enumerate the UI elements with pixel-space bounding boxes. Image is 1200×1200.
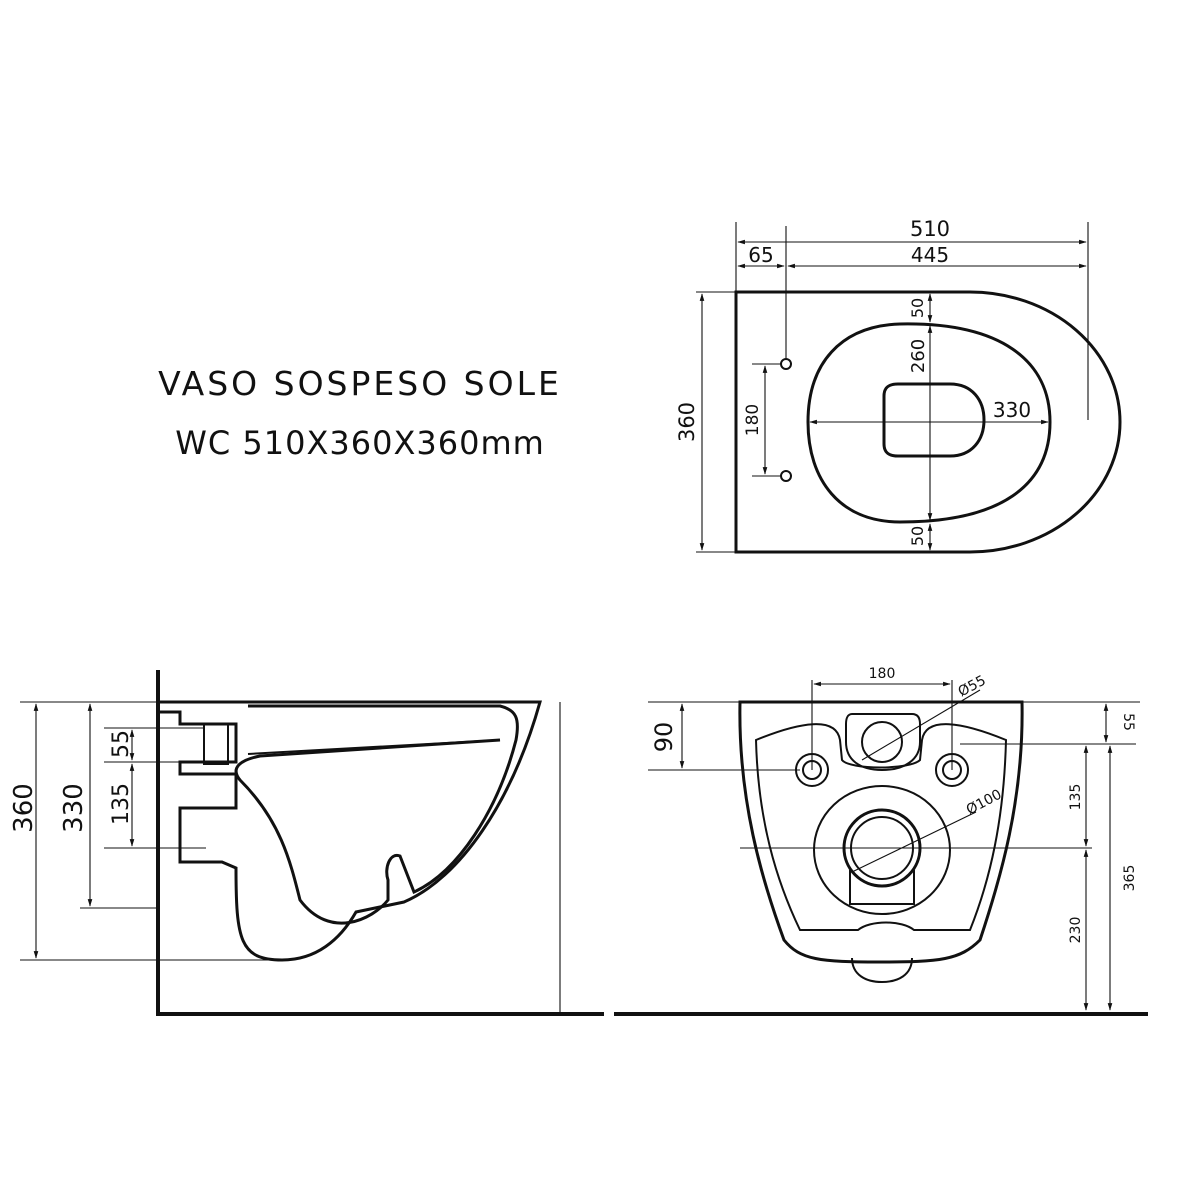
dim-rear-top-to-inlet: 90: [650, 722, 678, 753]
dim-side-total-height: 360: [9, 783, 39, 833]
rear-view-outline: [738, 700, 1024, 964]
dim-rear-inlet-diameter: Ø55: [956, 673, 989, 701]
dim-depth: 360: [675, 402, 699, 442]
dim-rim-top: 50: [908, 298, 927, 318]
dim-rear-fixing-height: 365: [1122, 865, 1138, 892]
dim-bowl-depth: 260: [908, 339, 929, 373]
dim-side-outlet-offset: 135: [109, 783, 134, 825]
top-view-bowl: [806, 322, 1052, 524]
title-dimensions: WC 510X360X360mm: [175, 424, 545, 462]
side-view-bowl-outer: [160, 700, 542, 962]
dim-hole-spacing: 180: [743, 404, 763, 436]
rear-view-drip: [851, 957, 913, 984]
rear-view-inlet-cutout: [845, 713, 921, 772]
dim-total-length: 510: [910, 217, 950, 241]
dim-rear-outlet-diameter: Ø100: [964, 787, 1005, 819]
top-view-outline: [734, 290, 1122, 554]
dim-rear-fixing-to-outlet: 135: [1068, 784, 1084, 811]
top-view-fixing-hole-bottom: [780, 470, 792, 482]
rear-view-inlet: [861, 721, 903, 763]
side-view: 360 330 55 135: [9, 670, 604, 1016]
top-view-fixing-hole-top: [780, 358, 792, 370]
dim-bowl-width: 330: [993, 398, 1031, 422]
dim-side-inlet-offset: 55: [109, 730, 134, 758]
title-model: VASO SOSPESO SOLE: [158, 364, 562, 403]
side-view-bowl-inner: [234, 704, 519, 925]
top-view: 510 65 445 360 180 50 260 50 330: [675, 217, 1122, 554]
rear-view: 180 Ø55 Ø100 90 55 135 230 365: [614, 666, 1148, 1016]
dim-front-length: 445: [911, 243, 949, 267]
dim-rear-top-offset: 55: [1120, 713, 1136, 731]
dim-side-outlet-height: 330: [59, 783, 89, 833]
dim-rear-outlet-height: 230: [1068, 917, 1084, 944]
rear-view-recess: [754, 723, 1008, 931]
dim-rear-fixing-spacing: 180: [869, 666, 896, 682]
side-view-inlet: [203, 723, 229, 765]
dim-back-offset: 65: [748, 243, 773, 267]
rear-view-outlet-ring: [813, 785, 951, 915]
dim-rim-bottom: 50: [908, 526, 927, 546]
top-view-outlet: [882, 382, 986, 458]
